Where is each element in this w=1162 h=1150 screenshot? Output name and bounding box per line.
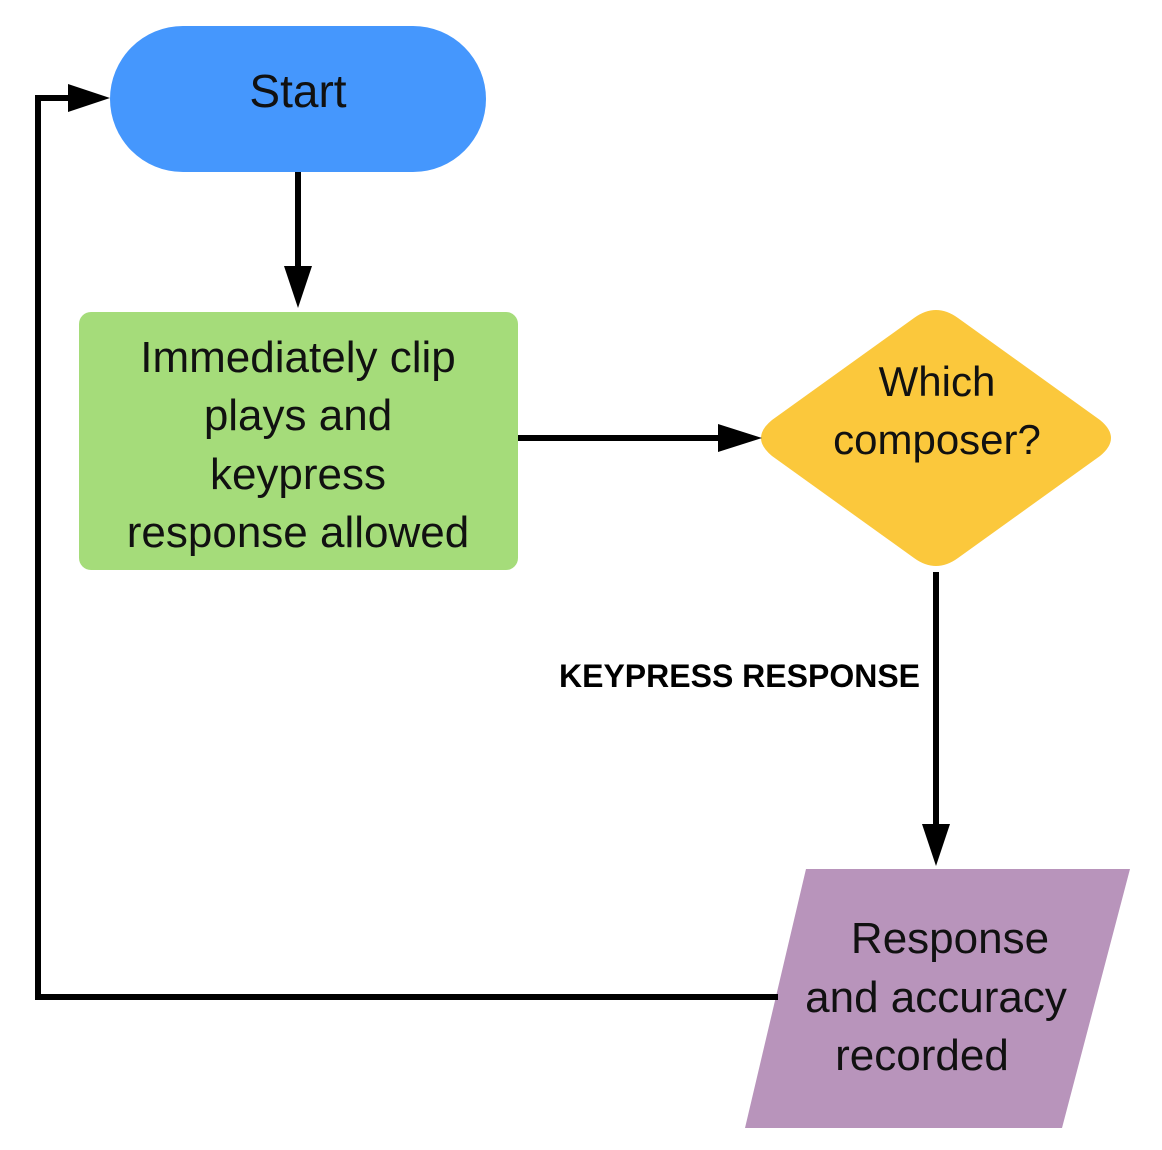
output-node-shape <box>745 869 1130 1128</box>
process-node: Immediately clip plays and keypress resp… <box>79 312 518 570</box>
decision-node-shape <box>761 310 1111 566</box>
start-node-label: Start <box>249 65 346 117</box>
output-node-line-1: Response <box>851 914 1049 963</box>
process-node-line-1: Immediately clip <box>140 333 455 382</box>
edge-process-to-decision <box>518 424 762 452</box>
edge-label-keypress-response: KEYPRESS RESPONSE <box>559 658 920 694</box>
edge-start-to-process <box>284 172 312 308</box>
output-node: Response and accuracy recorded <box>745 869 1130 1128</box>
start-node: Start <box>110 26 486 172</box>
edge-process-to-decision-arrowhead <box>718 424 762 452</box>
edge-output-to-start-line <box>35 95 778 1000</box>
output-node-line-3: recorded <box>835 1031 1009 1080</box>
output-node-line-2: and accuracy <box>805 973 1067 1022</box>
edge-output-to-start-arrowhead <box>68 84 110 112</box>
decision-node-line-1: Which <box>879 358 996 405</box>
process-node-line-3: keypress <box>210 450 386 499</box>
process-node-line-2: plays and <box>204 391 392 440</box>
process-node-line-4: response allowed <box>127 508 469 557</box>
decision-node: Which composer? <box>761 310 1111 566</box>
edge-decision-to-output-arrowhead <box>922 824 950 866</box>
edge-start-to-process-arrowhead <box>284 266 312 308</box>
edge-decision-to-output: KEYPRESS RESPONSE <box>559 572 950 866</box>
decision-node-line-2: composer? <box>833 416 1041 463</box>
process-node-shape <box>79 312 518 570</box>
start-node-shape <box>110 26 486 172</box>
edge-output-to-start <box>35 84 778 1000</box>
